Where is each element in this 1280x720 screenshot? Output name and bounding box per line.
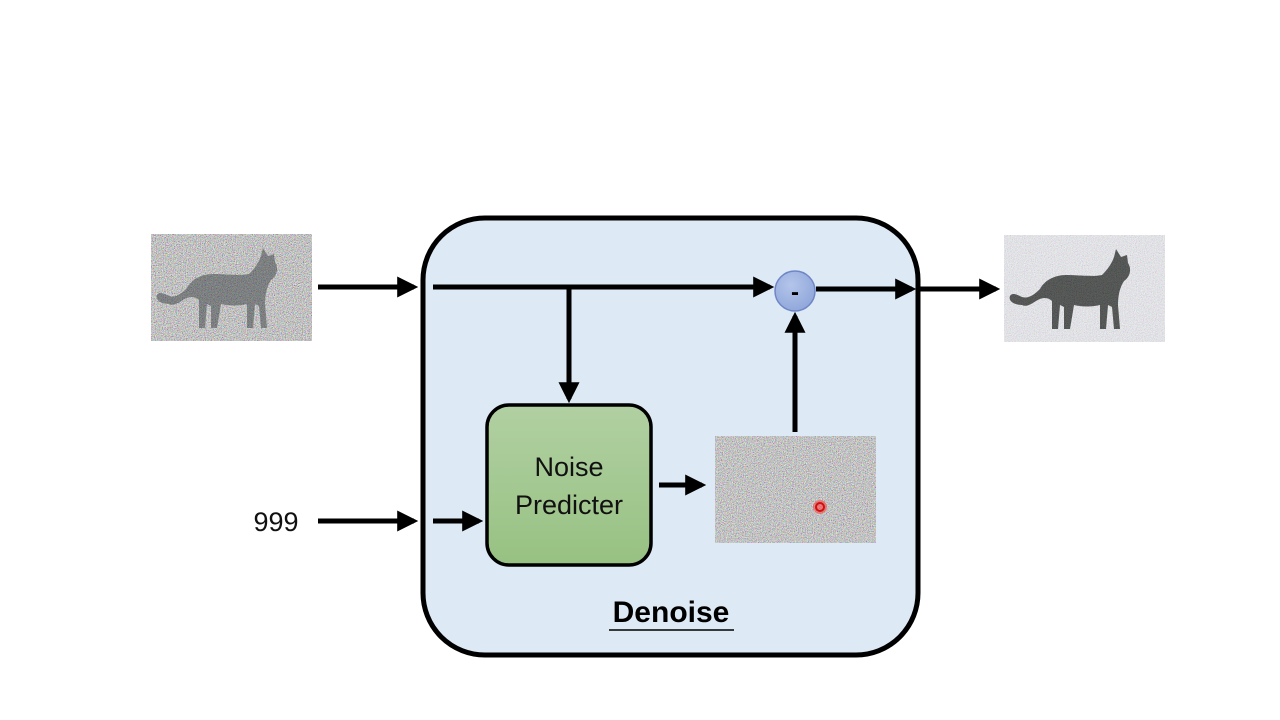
subtract-symbol: -: [791, 279, 799, 306]
red-pointer-marker: [813, 500, 827, 514]
step-number-label: 999: [253, 507, 298, 537]
noise-predictor-box: [485, 403, 653, 567]
noisy-input-image: [151, 234, 312, 341]
predicted-noise-image: [715, 436, 876, 543]
noise-predictor-label-line1: Noise: [534, 452, 603, 482]
denoise-title: Denoise: [613, 596, 730, 629]
noise-predictor-label-line2: Predicter: [515, 490, 623, 520]
denoised-output-image: [1004, 235, 1165, 342]
subtract-node: [774, 270, 816, 312]
